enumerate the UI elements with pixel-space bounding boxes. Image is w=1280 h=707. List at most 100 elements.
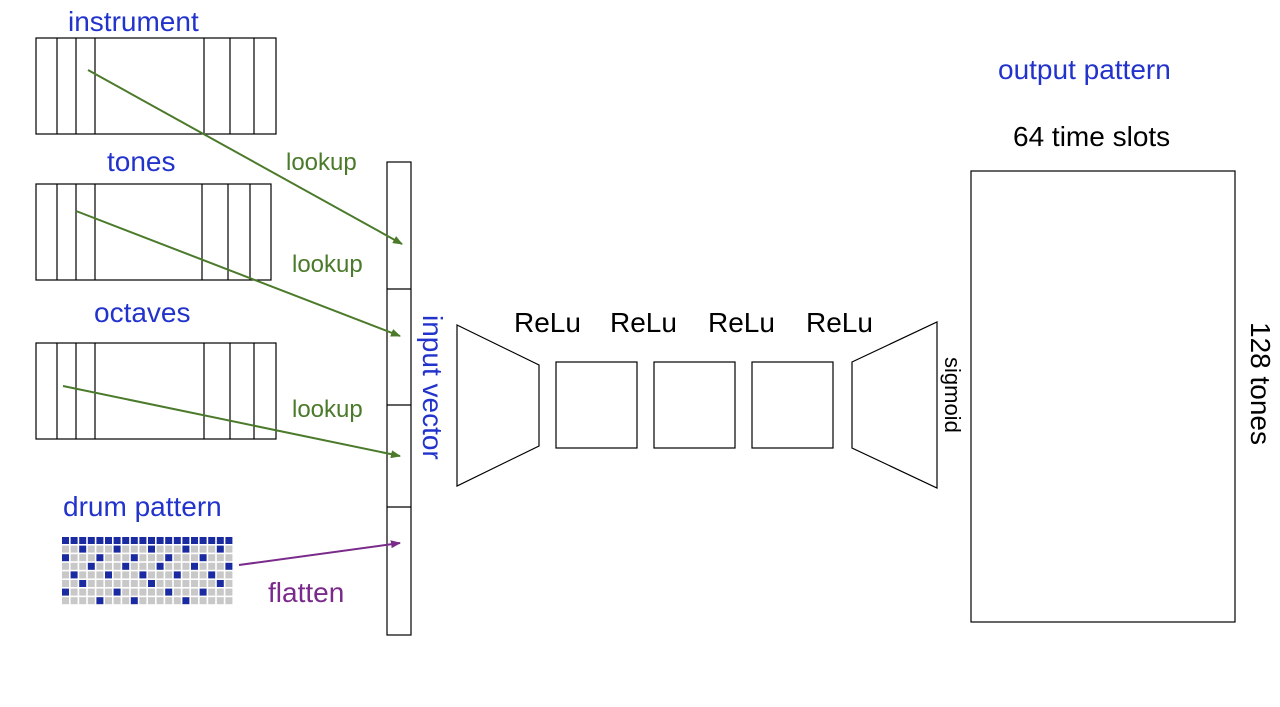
drum-cell	[173, 545, 181, 553]
drum-cell-on	[225, 562, 233, 570]
drum-cell	[70, 588, 78, 596]
drum-cell-on	[216, 537, 224, 544]
drum-cell	[156, 597, 164, 605]
drum-cell	[199, 571, 207, 579]
drum-cell-on	[199, 554, 207, 562]
instrument-label: instrument	[68, 6, 199, 37]
drum-cell	[208, 562, 216, 570]
drum-cell	[165, 562, 173, 570]
drum-cell	[70, 562, 78, 570]
input-dense-layer	[456, 324, 540, 487]
drum-cell	[130, 571, 138, 579]
drum-cell	[208, 545, 216, 553]
drum-cell	[62, 545, 69, 553]
drum-cell	[216, 588, 224, 596]
tones-embedding-table	[35, 183, 272, 281]
drum-cell	[96, 545, 104, 553]
drum-cell	[122, 580, 130, 587]
drum-cell	[70, 554, 78, 562]
drum-cell	[105, 588, 112, 596]
drum-cell-on	[165, 554, 173, 562]
drum-cell	[208, 597, 216, 605]
drum-cell	[191, 545, 198, 553]
drum-cell	[225, 597, 233, 605]
drum-cell	[165, 580, 173, 587]
drum-cell-on	[139, 537, 147, 544]
drum-cell	[62, 597, 69, 605]
relu-label-3: ReLu	[708, 307, 775, 338]
drum-cell	[96, 588, 104, 596]
drum-cell-on	[70, 537, 78, 544]
relu-label-1: ReLu	[514, 307, 581, 338]
drum-cell	[156, 588, 164, 596]
drum-cell	[173, 597, 181, 605]
drum-cell	[182, 588, 190, 596]
tones-128-label: 128 tones	[1245, 322, 1276, 445]
octaves-embedding-table	[35, 342, 277, 440]
drum-cell	[208, 580, 216, 587]
drum-cell-on	[199, 588, 207, 596]
drum-cell	[182, 554, 190, 562]
drum-cell	[139, 545, 147, 553]
drum-cell-on	[96, 597, 104, 605]
drum-cell	[62, 580, 69, 587]
drum-cell-on	[96, 537, 104, 544]
drum-cell	[156, 580, 164, 587]
drum-cell-on	[148, 545, 155, 553]
drum-cell	[130, 545, 138, 553]
drum-cell	[225, 554, 233, 562]
drum-cell	[113, 571, 121, 579]
drum-cell	[105, 580, 112, 587]
drum-cell	[113, 580, 121, 587]
drum-cell-on	[122, 562, 130, 570]
drum-cell	[148, 588, 155, 596]
relu-label-2: ReLu	[610, 307, 677, 338]
drum-cell-on	[87, 537, 95, 544]
drum-cell	[139, 588, 147, 596]
lookup-label-1: lookup	[286, 149, 357, 176]
drum-pattern-label: drum pattern	[63, 491, 222, 522]
drum-cell	[191, 597, 198, 605]
drum-cell-on	[122, 537, 130, 544]
drum-cell	[139, 554, 147, 562]
drum-cell	[70, 597, 78, 605]
drum-cell-on	[113, 545, 121, 553]
drum-cell-on	[191, 537, 198, 544]
drum-cell-on	[148, 580, 155, 587]
drum-cell	[139, 580, 147, 587]
drum-cell	[191, 588, 198, 596]
drum-cell-on	[191, 562, 198, 570]
drum-cell	[148, 571, 155, 579]
drum-cell	[79, 562, 87, 570]
drum-cell-on	[156, 562, 164, 570]
drum-cell	[87, 588, 95, 596]
drum-cell-on	[199, 537, 207, 544]
drum-cell	[216, 554, 224, 562]
drum-cell-on	[165, 588, 173, 596]
drum-cell	[105, 554, 112, 562]
octaves-label: octaves	[94, 297, 191, 328]
drum-cell	[156, 571, 164, 579]
drum-cell	[87, 571, 95, 579]
drum-cell	[148, 554, 155, 562]
drum-cell	[62, 562, 69, 570]
drum-cell	[87, 580, 95, 587]
drum-cell	[139, 562, 147, 570]
drum-cell-on	[87, 562, 95, 570]
drum-cell	[208, 554, 216, 562]
drum-cell-on	[105, 537, 112, 544]
drum-cell	[130, 588, 138, 596]
drum-cell-on	[130, 597, 138, 605]
drum-cell	[199, 545, 207, 553]
drum-cell-on	[62, 554, 69, 562]
drum-cell	[225, 545, 233, 553]
drum-cell-on	[182, 597, 190, 605]
drum-cell-on	[139, 571, 147, 579]
output-dense-layer	[851, 321, 938, 489]
input-vector	[386, 161, 412, 636]
drum-cell-on	[182, 545, 190, 553]
drum-cell	[173, 580, 181, 587]
drum-cell	[148, 562, 155, 570]
drum-cell	[113, 554, 121, 562]
